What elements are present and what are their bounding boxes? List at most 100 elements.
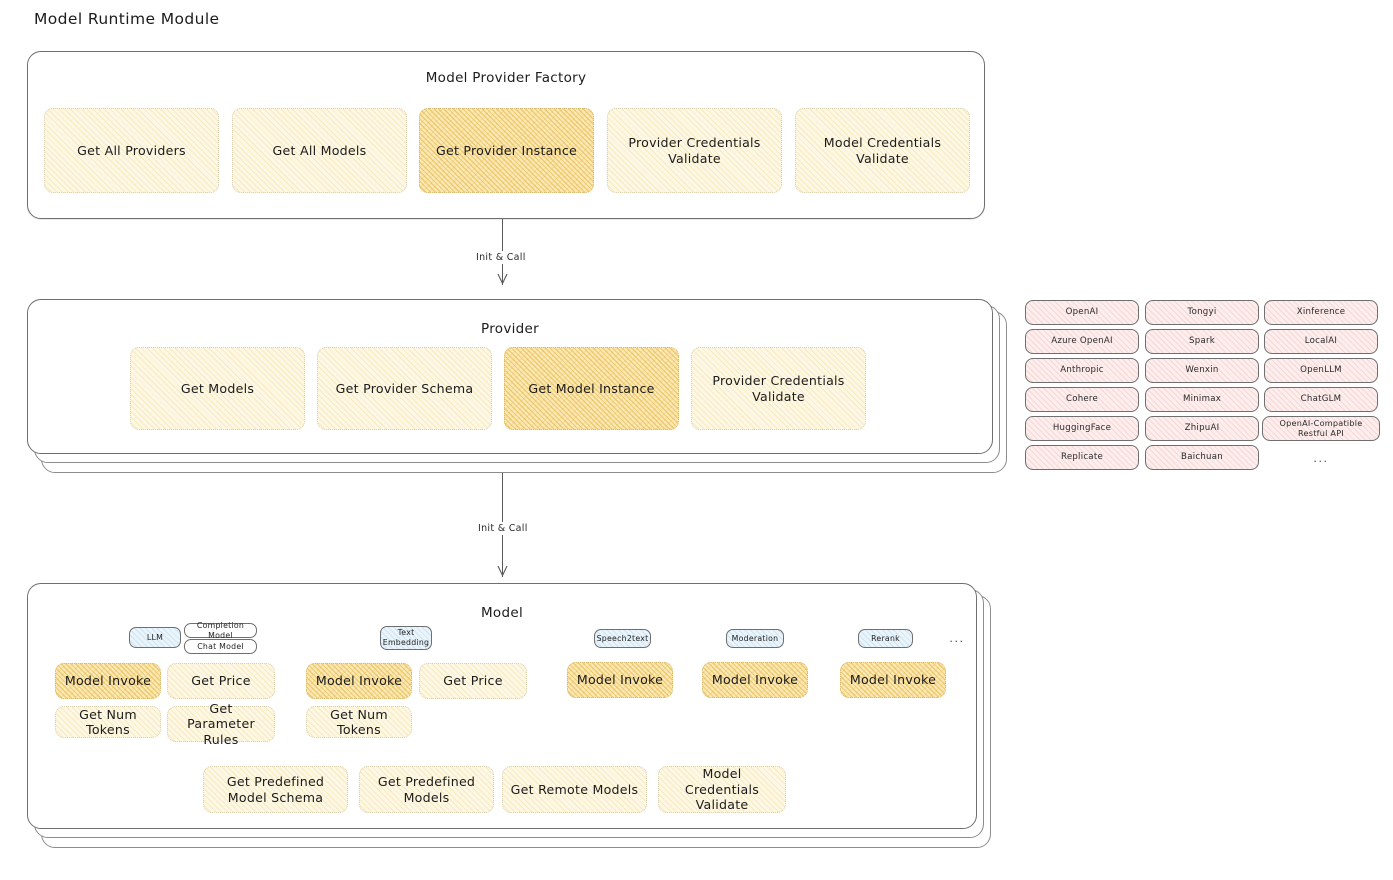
node-label: Get Predefined Model Schema [226, 774, 325, 805]
provider-tag-chatglm[interactable]: ChatGLM [1264, 387, 1378, 412]
model-op-llm-get-price[interactable]: Get Price [167, 663, 275, 699]
model-type-badge-llm[interactable]: LLM [129, 627, 181, 648]
node-label: Get Model Instance [528, 380, 655, 396]
provider-tag-openai[interactable]: OpenAI [1025, 300, 1139, 325]
model-common-get-predefined-model-schema[interactable]: Get Predefined Model Schema [203, 766, 348, 813]
model-op-moderation-model-invoke[interactable]: Model Invoke [702, 662, 808, 698]
tag-label: OpenLLM [1300, 365, 1342, 376]
model-common-get-predefined-models[interactable]: Get Predefined Models [359, 766, 494, 813]
badge-label: Rerank [871, 633, 900, 643]
model-type-badge-text-embedding[interactable]: Text Embedding [380, 626, 432, 650]
provider-tag-localai[interactable]: LocalAI [1264, 329, 1378, 354]
model-type-badge-moderation[interactable]: Moderation [726, 629, 784, 648]
provider-tag-huggingface[interactable]: HuggingFace [1025, 416, 1139, 441]
node-label: Get Provider Instance [435, 142, 578, 158]
node-label: Provider Credentials Validate [628, 135, 761, 166]
tag-label: OpenAI-Compatible Restful API [1279, 417, 1363, 438]
badge-label: Moderation [731, 633, 779, 643]
factory-node-get-all-models[interactable]: Get All Models [232, 108, 407, 193]
tag-label: ZhipuAI [1184, 423, 1220, 434]
model-subtype-chat-model[interactable]: Chat Model [184, 639, 257, 654]
provider-tag-azure-openai[interactable]: Azure OpenAI [1025, 329, 1139, 354]
provider-tag-cohere[interactable]: Cohere [1025, 387, 1139, 412]
node-label: Get Provider Schema [335, 380, 474, 396]
provider-tag-anthropic[interactable]: Anthropic [1025, 358, 1139, 383]
model-op-llm-get-num-tokens[interactable]: Get Num Tokens [55, 706, 161, 738]
model-op-text-embedding-get-price[interactable]: Get Price [419, 663, 527, 699]
provider-tag-zhipuai[interactable]: ZhipuAI [1145, 416, 1259, 441]
tag-label: Baichuan [1181, 452, 1223, 463]
provider-node-provider-credentials-validate[interactable]: Provider Credentials Validate [691, 347, 866, 430]
arrow-factory-to-provider-label: Init & Call [472, 251, 530, 264]
model-op-llm-get-parameter-rules[interactable]: Get Parameter Rules [167, 701, 275, 747]
factory-node-get-all-providers[interactable]: Get All Providers [44, 108, 219, 193]
provider-tag-replicate[interactable]: Replicate [1025, 445, 1139, 470]
model-op-text-embedding-model-invoke[interactable]: Model Invoke [306, 663, 412, 699]
provider-tag-wenxin[interactable]: Wenxin [1145, 358, 1259, 383]
node-label: Model Invoke [576, 672, 664, 688]
provider-node-get-model-instance[interactable]: Get Model Instance [504, 347, 679, 430]
provider-tag-openai-compatible-restful-api[interactable]: OpenAI-Compatible Restful API [1262, 416, 1380, 441]
arrow-provider-to-model-label: Init & Call [474, 522, 532, 535]
tag-label: Azure OpenAI [1051, 336, 1113, 347]
provider-tag-openllm[interactable]: OpenLLM [1264, 358, 1378, 383]
model-title: Model [480, 605, 524, 621]
tag-label: Spark [1189, 336, 1215, 347]
node-label: Provider Credentials Validate [712, 373, 845, 404]
tag-label: Xinference [1296, 307, 1346, 318]
node-label: Get Remote Models [510, 781, 639, 797]
tag-label: Cohere [1065, 394, 1099, 405]
provider-tag-xinference[interactable]: Xinference [1264, 300, 1378, 325]
node-label: Model Credentials Validate [684, 766, 760, 813]
node-label: Get All Models [272, 142, 367, 158]
tag-label: LocalAI [1304, 336, 1338, 347]
model-common-model-credentials-validate[interactable]: Model Credentials Validate [658, 766, 786, 813]
tag-label: Replicate [1060, 452, 1103, 463]
badge-label: Speech2text [596, 633, 649, 643]
node-label: Get Price [191, 673, 251, 689]
tag-label: Tongyi [1187, 307, 1217, 318]
badge-label: Completion Model [196, 621, 245, 640]
tag-label: OpenAI [1065, 307, 1099, 318]
node-label: Get Parameter Rules [187, 700, 255, 747]
model-provider-factory-title: Model Provider Factory [425, 70, 587, 86]
provider-tag-baichuan[interactable]: Baichuan [1145, 445, 1259, 470]
provider-node-get-models[interactable]: Get Models [130, 347, 305, 430]
model-types-ellipsis: ... [949, 632, 965, 645]
node-label: Get Models [180, 380, 255, 396]
badge-label: LLM [146, 632, 164, 642]
provider-tag-spark[interactable]: Spark [1145, 329, 1259, 354]
arrow-provider-to-model-head [497, 566, 508, 577]
badge-label: Chat Model [197, 641, 244, 651]
provider-list-ellipsis: ... [1313, 452, 1329, 465]
tag-label: ChatGLM [1300, 394, 1342, 405]
model-type-badge-rerank[interactable]: Rerank [858, 629, 913, 648]
model-common-get-remote-models[interactable]: Get Remote Models [502, 766, 647, 813]
model-op-llm-model-invoke[interactable]: Model Invoke [55, 663, 161, 699]
factory-node-get-provider-instance[interactable]: Get Provider Instance [419, 108, 594, 193]
model-op-speech2text-model-invoke[interactable]: Model Invoke [567, 662, 673, 698]
node-label: Get Predefined Models [377, 774, 476, 805]
factory-node-provider-credentials-validate[interactable]: Provider Credentials Validate [607, 108, 782, 193]
provider-tag-tongyi[interactable]: Tongyi [1145, 300, 1259, 325]
provider-title: Provider [481, 321, 539, 337]
model-subtype-completion-model[interactable]: Completion Model [184, 621, 257, 640]
tag-label: HuggingFace [1052, 423, 1112, 434]
node-label: Model Invoke [849, 672, 937, 688]
node-label: Model Invoke [64, 673, 152, 689]
node-label: Get Num Tokens [79, 706, 137, 737]
badge-label: Text Embedding [382, 628, 430, 647]
node-label: Model Credentials Validate [823, 135, 942, 166]
model-op-rerank-model-invoke[interactable]: Model Invoke [840, 662, 946, 698]
node-label: Get Num Tokens [330, 706, 388, 737]
model-op-text-embedding-get-num-tokens[interactable]: Get Num Tokens [306, 706, 412, 738]
node-label: Get All Providers [77, 142, 186, 158]
model-type-badge-speech2text[interactable]: Speech2text [594, 629, 651, 648]
provider-tag-minimax[interactable]: Minimax [1145, 387, 1259, 412]
factory-node-model-credentials-validate[interactable]: Model Credentials Validate [795, 108, 970, 193]
node-label: Model Invoke [315, 673, 403, 689]
provider-node-get-provider-schema[interactable]: Get Provider Schema [317, 347, 492, 430]
tag-label: Wenxin [1185, 365, 1219, 376]
tag-label: Minimax [1182, 394, 1222, 405]
tag-label: Anthropic [1060, 365, 1104, 376]
